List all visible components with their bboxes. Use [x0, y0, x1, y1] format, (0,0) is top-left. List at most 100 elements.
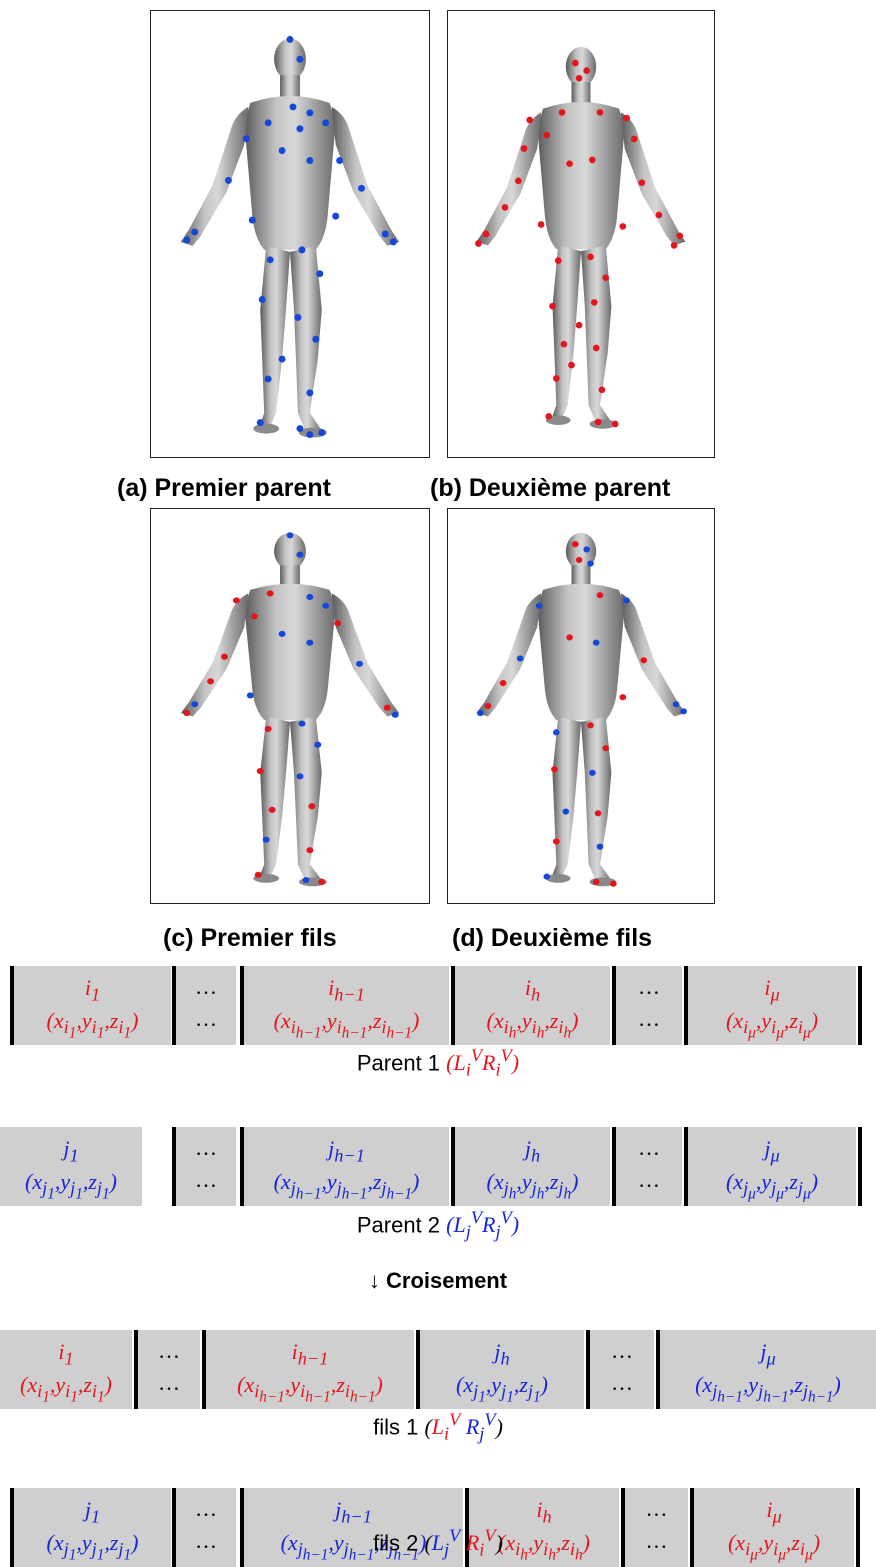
separator [656, 1330, 660, 1409]
separator [172, 1127, 176, 1206]
gene-coords: (xjh−1,yjh−1,zjh−1) [273, 1169, 420, 1204]
panel-premier-parent [150, 10, 430, 458]
gene-index: jμ [764, 1136, 780, 1166]
ellipsis: … [195, 1496, 217, 1521]
gene-coords: (xiμ,yiμ,ziμ) [727, 1530, 821, 1565]
separator [172, 1488, 176, 1567]
separator [612, 1127, 616, 1206]
ellipsis-cell: … … [138, 1330, 200, 1409]
panel-deuxieme-fils [447, 508, 715, 904]
separator [858, 1127, 862, 1206]
separator [10, 966, 14, 1045]
gene-cell: ih−1 (xih−1,yih−1,zih−1) [206, 1330, 414, 1409]
gene-index: ih [524, 975, 541, 1005]
chromosome-fils-2: j1 (xj1,yj1,zj1) … … jh−1 (xjh−1,yjh−1,z… [0, 1488, 876, 1567]
gene-coords: (xjh−1,yjh−1,zjh−1) [695, 1372, 841, 1407]
gene-index: ih [536, 1497, 552, 1527]
chromosome-fils-1: i1 (xi1,yi1,zi1) … … ih−1 (xih−1,yih−1,z… [0, 1330, 876, 1409]
separator [612, 966, 616, 1045]
panel-deuxieme-parent [447, 10, 715, 458]
separator [451, 966, 455, 1045]
ellipsis: … [195, 1135, 217, 1160]
ellipsis: … [611, 1370, 633, 1395]
separator [684, 966, 688, 1045]
gene-cell: j1 (xj1,yj1,zj1) [14, 1488, 171, 1567]
ellipsis: … [638, 1167, 660, 1192]
ellipsis: … [195, 1528, 217, 1553]
ellipsis: … [158, 1338, 180, 1363]
label-parent-2: Parent 2 (LjVRjV) [0, 1208, 876, 1243]
gene-cell: jh−1 (xjh−1,yjh−1,zjh−1) [244, 1127, 449, 1206]
label-fils-2: fils 2 (LjV RiV) [0, 1526, 876, 1561]
separator [451, 1127, 455, 1206]
separator [240, 1488, 244, 1567]
row-label-math: (LjVRjV) [446, 1208, 520, 1242]
separator [856, 1488, 860, 1567]
gene-index: jh−1 [328, 1136, 365, 1166]
gene-coords: (xih−1,yih−1,zih−1) [273, 1008, 420, 1043]
crossover-text: Croisement [386, 1268, 508, 1293]
row-label-text: Parent 1 [356, 1050, 441, 1076]
gene-index: iμ [764, 975, 780, 1005]
gene-coords: (xih,yih,zih) [498, 1530, 590, 1565]
ellipsis-cell: … … [616, 1127, 682, 1206]
gene-coords: (xjh−1,yjh−1,zjh−1) [280, 1530, 427, 1565]
gene-index: i1 [84, 975, 101, 1005]
separator [586, 1330, 590, 1409]
separator [416, 1330, 420, 1409]
ellipsis-cell: … … [176, 1488, 236, 1567]
gene-index: jh−1 [335, 1497, 372, 1527]
chromosome-parent-1: i1 (xi1,yi1,zi1) … … ih−1 (xih−1,yih−1,z… [0, 966, 876, 1045]
panel-premier-fils [150, 508, 430, 904]
ellipsis-cell: … … [590, 1330, 654, 1409]
ellipsis: … [645, 1496, 668, 1521]
gene-cell: jh−1 (xjh−1,yjh−1,zjh−1) [244, 1488, 463, 1567]
figure-deuxieme-parent [475, 46, 686, 429]
gene-cell: iμ (xiμ,yiμ,ziμ) [688, 966, 856, 1045]
down-arrow-icon: ↓ [368, 1268, 380, 1293]
label-parent-1: Parent 1 (LiVRiV) [0, 1046, 876, 1081]
gene-index: i1 [58, 1339, 74, 1369]
figure-premier-parent [180, 35, 400, 439]
gene-coords: (xj1,yj1,zj1) [456, 1372, 548, 1407]
caption-c: (c) Premier fils [163, 924, 337, 952]
separator [240, 1127, 244, 1206]
crossover-label: ↓ Croisement [0, 1268, 876, 1294]
gene-cell: jh (xjh,yjh,zjh) [455, 1127, 610, 1206]
separator [172, 966, 176, 1045]
separator [240, 966, 244, 1045]
ellipsis: … [158, 1370, 180, 1395]
ellipsis: … [195, 1167, 217, 1192]
gene-cell: j1 (xj1,yj1,zj1) [0, 1127, 142, 1206]
gene-index: ih−1 [328, 975, 365, 1005]
row-label-text: fils 1 [373, 1414, 419, 1440]
gene-cell: iμ (xiμ,yiμ,ziμ) [694, 1488, 854, 1567]
ellipsis: … [195, 974, 217, 999]
gene-index: j1 [84, 1497, 101, 1527]
row-label-text: fils 2 [373, 1530, 419, 1556]
gene-coords: (xih−1,yih−1,zih−1) [237, 1372, 383, 1407]
gene-cell: jμ (xjμ,yjμ,zjμ) [688, 1127, 856, 1206]
gene-index: iμ [766, 1497, 782, 1527]
gene-coords: (xiμ,yiμ,ziμ) [725, 1008, 819, 1043]
gene-cell: ih (xih,yih,zih) [455, 966, 610, 1045]
row-label-math: (LiVRiV) [446, 1046, 520, 1080]
chromosome-parent-2: j1 (xj1,yj1,zj1) … … jh−1 (xjh−1,yjh−1,z… [0, 1127, 876, 1206]
ellipsis-cell: … … [625, 1488, 688, 1567]
ellipsis-cell: … … [176, 966, 236, 1045]
figure-deuxieme-fils [476, 532, 687, 887]
separator [690, 1488, 694, 1567]
gene-cell: jμ (xjh−1,yjh−1,zjh−1) [660, 1330, 876, 1409]
gene-cell: ih (xih,yih,zih) [469, 1488, 619, 1567]
ellipsis: … [195, 1006, 217, 1031]
gene-cell: i1 (xi1,yi1,zi1) [0, 1330, 132, 1409]
ellipsis: … [638, 974, 660, 999]
row-label-text: Parent 2 [356, 1212, 441, 1238]
row-label-math: (LjV RiV) [424, 1526, 503, 1560]
separator [202, 1330, 206, 1409]
label-fils-1: fils 1 (LiV RjV) [0, 1410, 876, 1445]
ellipsis: … [645, 1528, 668, 1553]
row-label-math: (LiV RjV) [424, 1410, 503, 1444]
gene-index: ih−1 [291, 1339, 329, 1369]
gene-coords: (xjh,yjh,zjh) [486, 1169, 579, 1204]
